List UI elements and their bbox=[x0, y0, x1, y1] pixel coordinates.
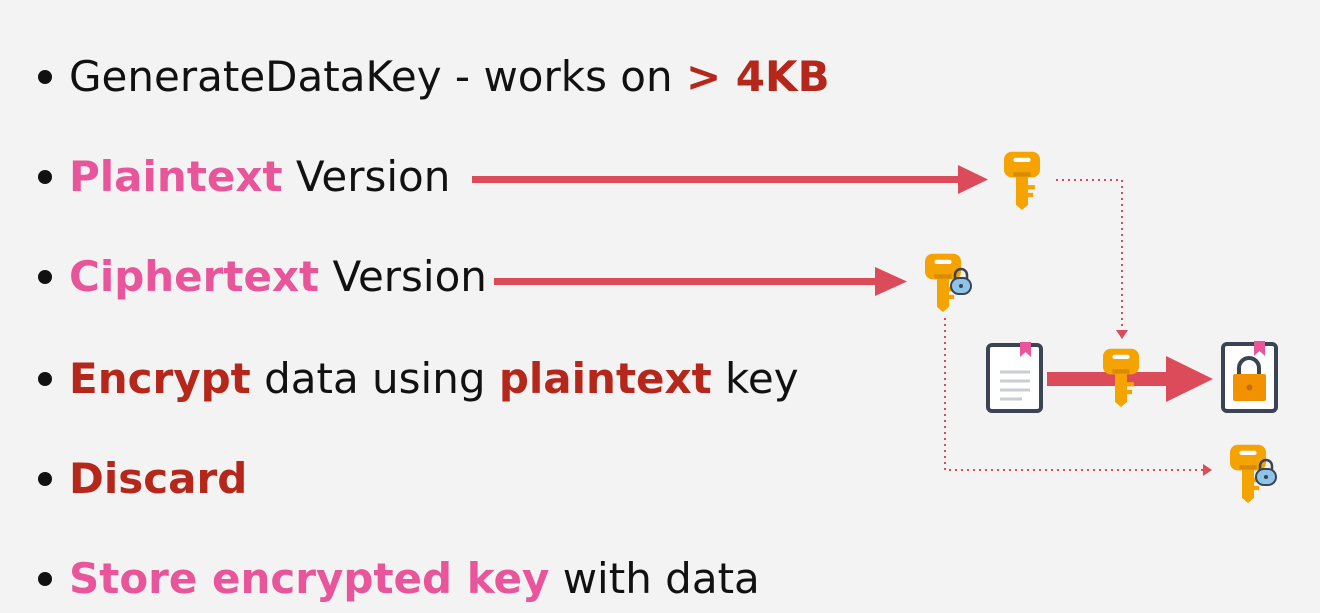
bullet-plaintext-label: Plaintext bbox=[69, 152, 283, 201]
bullet-key-text: key bbox=[711, 354, 799, 403]
bullet-store-encrypted-key: Store encrypted key with data bbox=[38, 554, 760, 604]
bullet-dot bbox=[38, 371, 52, 386]
ciphertext-key-connector bbox=[944, 318, 1204, 471]
ciphertext-key-connector-arrowhead bbox=[1203, 464, 1212, 476]
plaintext-key-icon bbox=[1004, 151, 1040, 210]
bullet-size-highlight: > 4KB bbox=[685, 52, 830, 101]
bullet-ciphertext-version: Ciphertext Version bbox=[38, 252, 487, 302]
bullet-dot bbox=[38, 471, 52, 486]
bullet-dot bbox=[38, 69, 52, 84]
encrypt-arrow-head bbox=[1166, 356, 1213, 402]
bullet-encrypt-data: Encrypt data using plaintext key bbox=[38, 354, 799, 404]
bullet-store-label: Store encrypted key bbox=[69, 554, 550, 603]
bullet-data-using-text: data using bbox=[250, 354, 499, 403]
plaintext-arrow-shaft bbox=[472, 176, 962, 183]
bullet-text-generate: GenerateDataKey - works on bbox=[69, 52, 686, 101]
plaintext-key-connector bbox=[1056, 179, 1123, 332]
bullet-plaintext-version: Plaintext Version bbox=[38, 152, 450, 202]
plaintext-arrow-head bbox=[958, 165, 988, 194]
bullet-generate-data-key: GenerateDataKey - works on > 4KB bbox=[38, 52, 830, 102]
plaintext-key-connector-arrowhead bbox=[1116, 330, 1128, 339]
ciphertext-arrow-shaft bbox=[494, 278, 878, 285]
bullet-dot bbox=[38, 169, 52, 184]
bullet-dot bbox=[38, 571, 52, 586]
bullet-version-text: Version bbox=[282, 152, 451, 201]
encrypt-arrow-shaft bbox=[1047, 372, 1172, 386]
bullet-with-data-text: with data bbox=[549, 554, 760, 603]
bullet-dot bbox=[38, 269, 52, 284]
bullet-encrypt-label: Encrypt bbox=[69, 354, 251, 403]
document-icon bbox=[986, 342, 1043, 413]
bullet-discard: Discard bbox=[38, 454, 247, 504]
bullet-version-text: Version bbox=[319, 252, 487, 301]
bullet-plaintext-key-label: plaintext bbox=[498, 354, 712, 403]
bullet-ciphertext-label: Ciphertext bbox=[69, 252, 320, 301]
bullet-discard-label: Discard bbox=[69, 454, 248, 503]
ciphertext-arrow-head bbox=[875, 267, 907, 296]
encrypted-file-icon bbox=[1221, 341, 1278, 413]
